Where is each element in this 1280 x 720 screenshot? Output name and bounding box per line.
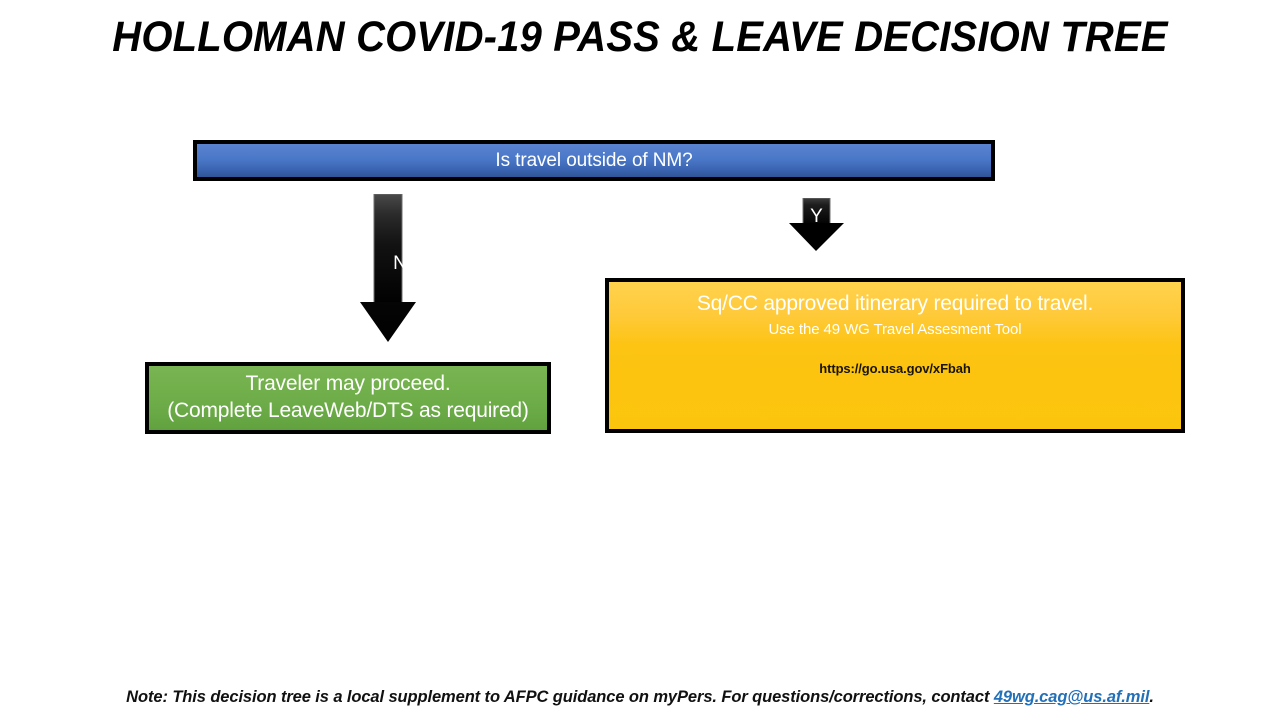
footer-note: Note: This decision tree is a local supp… [0, 688, 1280, 707]
branch-arrow-no: N [360, 194, 440, 342]
outcome-node-itinerary-required[interactable]: Sq/CC approved itinerary required to tra… [605, 278, 1185, 433]
decision-node-label: Is travel outside of NM? [495, 150, 693, 171]
travel-assessment-tool-url[interactable]: https://go.usa.gov/xFbah [819, 361, 971, 377]
down-arrow-icon [789, 198, 844, 251]
page-title: HOLLOMAN COVID-19 PASS & LEAVE DECISION … [112, 13, 1168, 61]
proceed-line-2: (Complete LeaveWeb/DTS as required) [167, 399, 529, 422]
branch-arrow-yes: Y [788, 198, 845, 252]
proceed-line-1: Traveler may proceed. [245, 372, 451, 396]
footer-note-suffix: . [1149, 688, 1154, 706]
itinerary-headline: Sq/CC approved itinerary required to tra… [696, 292, 1094, 315]
itinerary-subline: Use the 49 WG Travel Assesment Tool [768, 320, 1022, 338]
decision-node-travel-outside-nm[interactable]: Is travel outside of NM? [193, 140, 995, 181]
contact-email-link[interactable]: 49wg.cag@us.af.mil [993, 688, 1150, 706]
outcome-node-traveler-may-proceed[interactable]: Traveler may proceed. (Complete LeaveWeb… [145, 362, 551, 434]
footer-note-prefix: Note: This decision tree is a local supp… [126, 688, 994, 706]
down-arrow-icon [360, 194, 416, 342]
